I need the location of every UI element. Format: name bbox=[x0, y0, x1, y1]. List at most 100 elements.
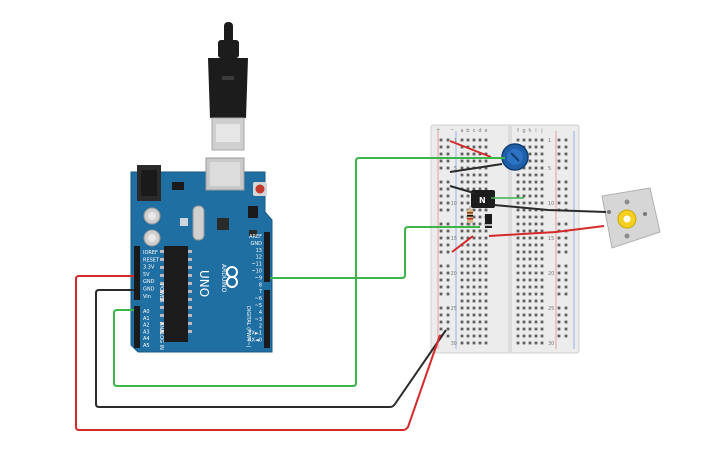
rail-hole[interactable] bbox=[557, 180, 561, 184]
rail-hole[interactable] bbox=[564, 250, 568, 254]
breadboard-hole[interactable] bbox=[522, 229, 526, 233]
rail-hole[interactable] bbox=[564, 138, 568, 142]
breadboard-hole[interactable] bbox=[516, 187, 520, 191]
breadboard-hole[interactable] bbox=[484, 341, 488, 345]
breadboard-hole[interactable] bbox=[540, 306, 544, 310]
breadboard-hole[interactable] bbox=[472, 145, 476, 149]
breadboard-hole[interactable] bbox=[528, 264, 532, 268]
breadboard-hole[interactable] bbox=[460, 285, 464, 289]
breadboard-hole[interactable] bbox=[478, 341, 482, 345]
breadboard-hole[interactable] bbox=[466, 327, 470, 331]
rail-hole[interactable] bbox=[564, 166, 568, 170]
breadboard-hole[interactable] bbox=[534, 222, 538, 226]
breadboard-hole[interactable] bbox=[516, 285, 520, 289]
breadboard-hole[interactable] bbox=[460, 194, 464, 198]
breadboard-hole[interactable] bbox=[472, 320, 476, 324]
breadboard-hole[interactable] bbox=[522, 243, 526, 247]
breadboard-hole[interactable] bbox=[528, 208, 532, 212]
breadboard-hole[interactable] bbox=[528, 215, 532, 219]
breadboard-hole[interactable] bbox=[472, 327, 476, 331]
breadboard-hole[interactable] bbox=[522, 138, 526, 142]
breadboard-hole[interactable] bbox=[540, 264, 544, 268]
breadboard-hole[interactable] bbox=[534, 306, 538, 310]
breadboard-hole[interactable] bbox=[472, 173, 476, 177]
breadboard-hole[interactable] bbox=[540, 313, 544, 317]
breadboard-hole[interactable] bbox=[540, 145, 544, 149]
breadboard-hole[interactable] bbox=[534, 257, 538, 261]
breadboard-hole[interactable] bbox=[472, 222, 476, 226]
breadboard-hole[interactable] bbox=[528, 250, 532, 254]
rail-hole[interactable] bbox=[564, 264, 568, 268]
rail-hole[interactable] bbox=[564, 236, 568, 240]
breadboard-hole[interactable] bbox=[484, 138, 488, 142]
breadboard-hole[interactable] bbox=[534, 138, 538, 142]
breadboard-hole[interactable] bbox=[472, 299, 476, 303]
breadboard-hole[interactable] bbox=[460, 271, 464, 275]
rail-hole[interactable] bbox=[439, 180, 443, 184]
breadboard-hole[interactable] bbox=[534, 299, 538, 303]
breadboard-hole[interactable] bbox=[460, 159, 464, 163]
breadboard-hole[interactable] bbox=[540, 166, 544, 170]
breadboard-hole[interactable] bbox=[516, 257, 520, 261]
rail-hole[interactable] bbox=[557, 334, 561, 338]
breadboard-hole[interactable] bbox=[484, 285, 488, 289]
rail-hole[interactable] bbox=[439, 264, 443, 268]
breadboard-hole[interactable] bbox=[472, 306, 476, 310]
breadboard-hole[interactable] bbox=[460, 222, 464, 226]
breadboard-hole[interactable] bbox=[522, 222, 526, 226]
breadboard-hole[interactable] bbox=[528, 257, 532, 261]
rail-hole[interactable] bbox=[564, 180, 568, 184]
breadboard-hole[interactable] bbox=[528, 229, 532, 233]
breadboard-hole[interactable] bbox=[516, 194, 520, 198]
breadboard-hole[interactable] bbox=[522, 320, 526, 324]
breadboard-hole[interactable] bbox=[522, 187, 526, 191]
breadboard-hole[interactable] bbox=[522, 215, 526, 219]
breadboard-hole[interactable] bbox=[484, 327, 488, 331]
rail-hole[interactable] bbox=[557, 145, 561, 149]
breadboard-hole[interactable] bbox=[478, 180, 482, 184]
rail-hole[interactable] bbox=[446, 271, 450, 275]
breadboard-hole[interactable] bbox=[466, 243, 470, 247]
breadboard-hole[interactable] bbox=[534, 334, 538, 338]
breadboard-hole[interactable] bbox=[528, 327, 532, 331]
breadboard-hole[interactable] bbox=[466, 320, 470, 324]
breadboard-hole[interactable] bbox=[540, 187, 544, 191]
rail-hole[interactable] bbox=[557, 222, 561, 226]
breadboard-hole[interactable] bbox=[466, 271, 470, 275]
rail-hole[interactable] bbox=[439, 166, 443, 170]
rail-hole[interactable] bbox=[557, 292, 561, 296]
breadboard-hole[interactable] bbox=[466, 236, 470, 240]
rail-hole[interactable] bbox=[557, 152, 561, 156]
breadboard-hole[interactable] bbox=[472, 208, 476, 212]
breadboard-hole[interactable] bbox=[484, 180, 488, 184]
breadboard-hole[interactable] bbox=[522, 194, 526, 198]
rail-hole[interactable] bbox=[564, 243, 568, 247]
breadboard-hole[interactable] bbox=[472, 271, 476, 275]
breadboard-hole[interactable] bbox=[478, 159, 482, 163]
rail-hole[interactable] bbox=[564, 306, 568, 310]
breadboard-hole[interactable] bbox=[472, 285, 476, 289]
rail-hole[interactable] bbox=[557, 327, 561, 331]
breadboard-hole[interactable] bbox=[534, 215, 538, 219]
breadboard-hole[interactable] bbox=[472, 250, 476, 254]
rail-hole[interactable] bbox=[564, 152, 568, 156]
breadboard-hole[interactable] bbox=[460, 229, 464, 233]
breadboard-hole[interactable] bbox=[540, 173, 544, 177]
breadboard-hole[interactable] bbox=[484, 208, 488, 212]
breadboard-hole[interactable] bbox=[460, 173, 464, 177]
breadboard-hole[interactable] bbox=[534, 208, 538, 212]
breadboard-hole[interactable] bbox=[484, 334, 488, 338]
breadboard-hole[interactable] bbox=[534, 243, 538, 247]
breadboard-hole[interactable] bbox=[484, 271, 488, 275]
breadboard-hole[interactable] bbox=[528, 292, 532, 296]
breadboard-hole[interactable] bbox=[484, 187, 488, 191]
breadboard-hole[interactable] bbox=[534, 320, 538, 324]
breadboard-hole[interactable] bbox=[460, 264, 464, 268]
rail-hole[interactable] bbox=[564, 278, 568, 282]
breadboard-hole[interactable] bbox=[540, 138, 544, 142]
rail-hole[interactable] bbox=[439, 201, 443, 205]
breadboard-hole[interactable] bbox=[484, 166, 488, 170]
rail-hole[interactable] bbox=[439, 306, 443, 310]
rail-hole[interactable] bbox=[564, 194, 568, 198]
